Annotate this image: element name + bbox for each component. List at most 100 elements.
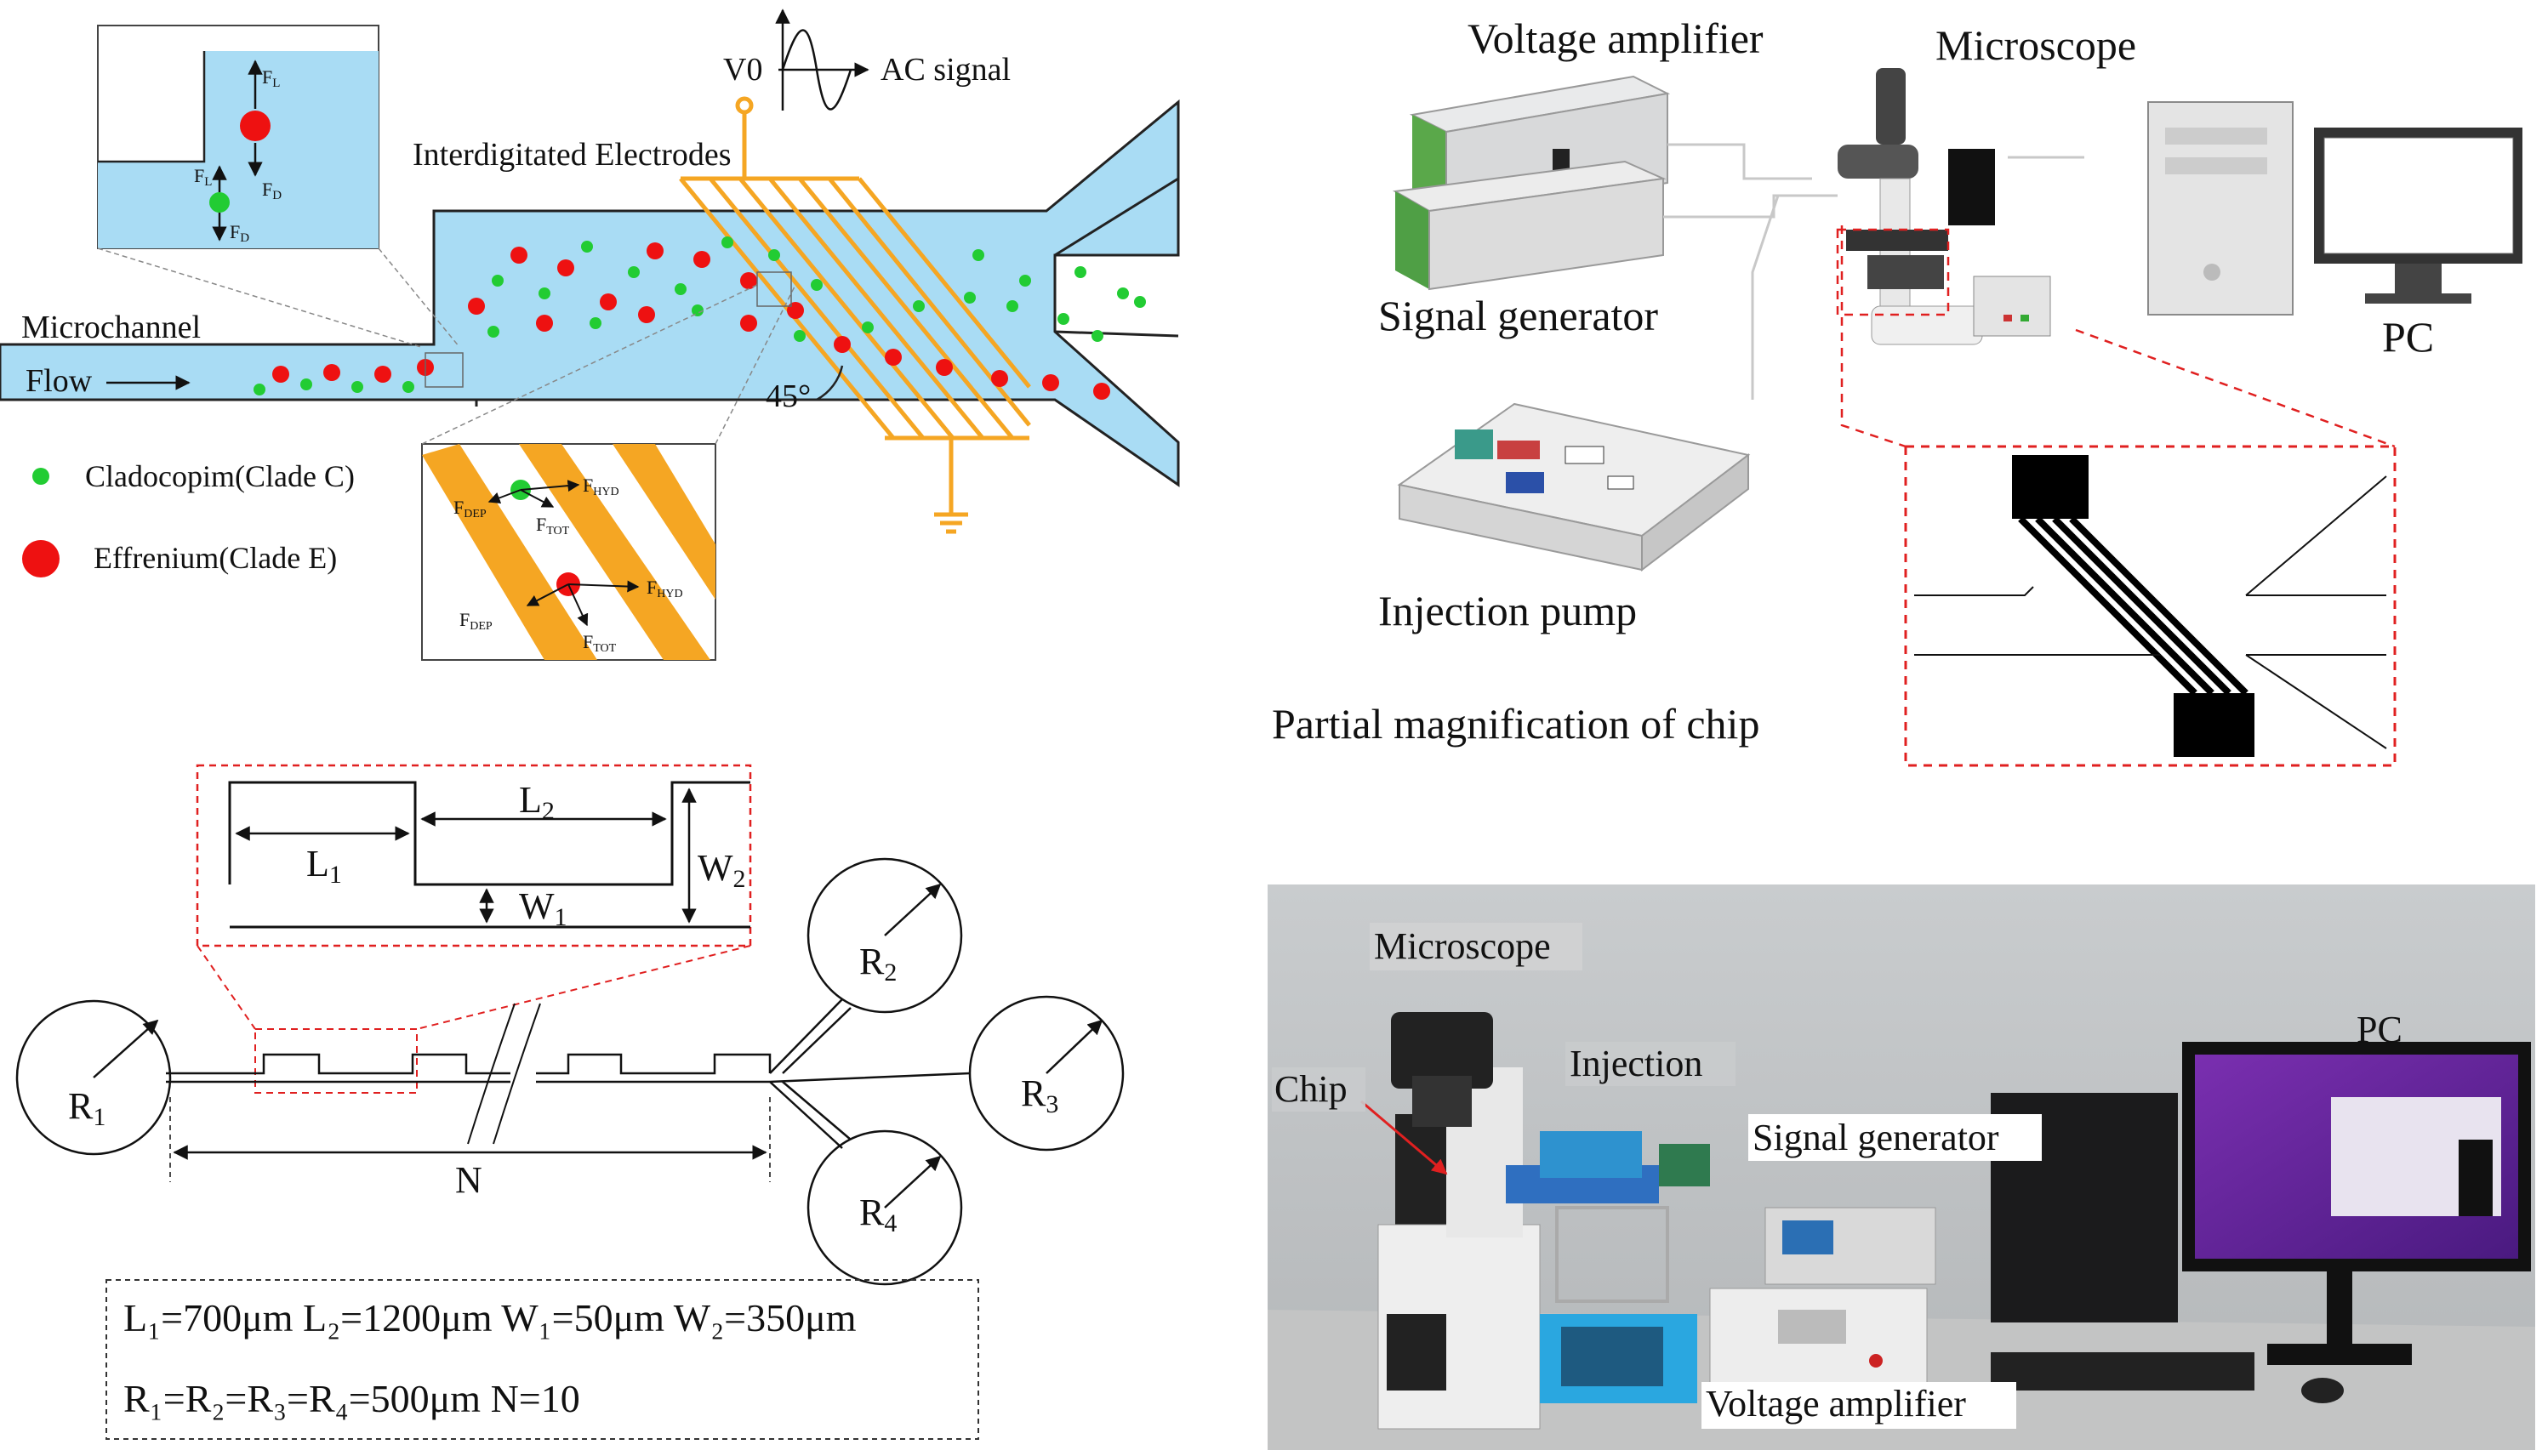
clade-e-particle [991,370,1008,387]
clade-c-particle [1019,275,1031,287]
clade-c-particle [811,279,823,291]
force-dep-large-label: FDEP [459,609,493,633]
ac-signal-label: AC signal [881,52,1011,88]
clade-e-particle [647,242,664,259]
clade-c-particle [492,275,504,287]
force-tot-label: FTOT [536,514,570,537]
electrodes-label: Interdigitated Electrodes [413,137,732,173]
inset-top-forces: FL FD FL FD [97,25,464,388]
clade-e-particle [885,349,902,366]
photo-keyboard [1991,1352,2254,1391]
reservoir-r1 [15,999,172,1156]
panel-d-setup-photo: Microscope Chip Injection Signal generat… [1268,884,2535,1450]
clade-c-particle [862,321,874,333]
clade-e-particle [638,306,655,323]
clade-e-particle [600,293,617,310]
panel-a-sorting-principle: V0 AC signal Interdigitated Electrodes M… [0,9,1180,661]
clade-c-particle [1057,313,1069,325]
clade-e-particle [536,315,553,332]
reservoir-r4 [806,1129,963,1286]
panel-b-system-schematic: Voltage amplifier Microscope Signal gene… [1272,14,2522,767]
photo-pc-monitor [2182,1042,2531,1365]
clade-c-particle [628,266,640,278]
clade-e-particle [740,315,757,332]
r4-label: R4 [859,1192,897,1237]
legend-clade-e-marker [22,540,60,577]
zoom-box [196,764,752,947]
chip-pointer-arrow [1360,1100,1448,1175]
legend-clade-c-marker [32,468,49,485]
flow-label: Flow [26,363,93,399]
clade-e-particle [936,359,953,376]
params-line-2: R₁=R₂=R₃=R₄=500μm N=10 [123,1377,580,1420]
interdigitated-electrodes [679,96,1031,534]
clade-c-particle [402,381,414,393]
photo-labels: Microscope Chip Injection Signal generat… [1272,923,2402,1429]
clade-e-particle [323,364,340,381]
clade-e-particle [557,259,574,276]
force-hyd-large-label: FHYD [647,577,683,600]
force-lift-small-label: FL [194,165,212,189]
photo-chip-controller [1540,1314,1697,1403]
microscope-controller-icon [1973,276,2051,337]
l2-label: L2 [519,779,555,825]
clade-c-particle [794,330,806,342]
force-drag-small-label: FD [230,221,249,245]
pc-monitor [2314,128,2522,304]
amp-switch-icon [1553,149,1570,174]
magnification-label: Partial magnification of chip [1272,700,1759,748]
clade-e-particle [834,336,851,353]
inset-bottom-forces: FHYD FDEP FTOT FHYD FDEP FTOT [421,271,796,661]
clade-c-particle [1006,300,1018,312]
n-label: N [455,1159,482,1201]
clade-e-particle [787,302,804,319]
clade-c-particle [721,236,733,248]
legend-clade-c-label: Cladocopim(Clade C) [85,459,355,493]
photo-pc-label: PC [2357,1009,2402,1050]
particle-stream [254,236,1146,400]
w2-label: W2 [698,847,746,893]
clade-c-particle [300,378,312,390]
ac-signal-icon [775,9,869,111]
clade-c-particle [964,292,976,304]
clade-c-particle [254,384,265,395]
clade-e-particle [740,272,757,289]
w1-label: W1 [519,885,567,931]
photo-signal-generator [1764,1207,1936,1285]
microscope-device [1838,68,2051,345]
clade-c-particle [972,249,984,261]
r3-label: R3 [1021,1072,1058,1118]
photo-chip-label: Chip [1274,1068,1348,1110]
clade-c-particle [913,300,925,312]
force-tot-large-label: FTOT [583,631,617,655]
injection-pump-device [1397,402,1751,572]
clade-c-particle [675,283,687,295]
photo-voltage-amplifier [1709,1288,1928,1396]
l1-label: L1 [306,843,342,889]
panel-c-chip-geometry: L1 L2 W1 W2 R1 R2 R3 R4 N L₁=700μm L₂ [15,764,1125,1440]
microscope-label: Microscope [1935,21,2136,69]
chip-magnification [1836,225,2397,767]
force-dep-label: FDEP [453,497,487,520]
photo-microscope [1377,1012,1541,1430]
clade-e-particle [468,298,485,315]
clade-e-particle [272,366,289,383]
clade-c-particle [581,241,593,253]
photo-mouse [2301,1378,2344,1403]
clade-e-particle [1093,383,1110,400]
photo-voltage-amplifier-label: Voltage amplifier [1706,1383,1966,1425]
clade-e-particle [374,366,391,383]
clade-c-particle [590,317,601,329]
clade-e-particle [510,247,527,264]
legend-clade-e-label: Effrenium(Clade E) [94,541,337,575]
clade-c-particle [487,326,499,338]
legend: Cladocopim(Clade C) Effrenium(Clade E) [22,459,355,577]
signal-voltage-label: V0 [723,52,762,88]
clade-c-particle [1117,287,1129,299]
photo-microscope-label: Microscope [1374,925,1551,967]
microchannel-label: Microchannel [21,310,201,345]
r1-label: R1 [68,1085,105,1131]
pc-tower [2147,101,2294,316]
angle-arc [816,365,844,401]
